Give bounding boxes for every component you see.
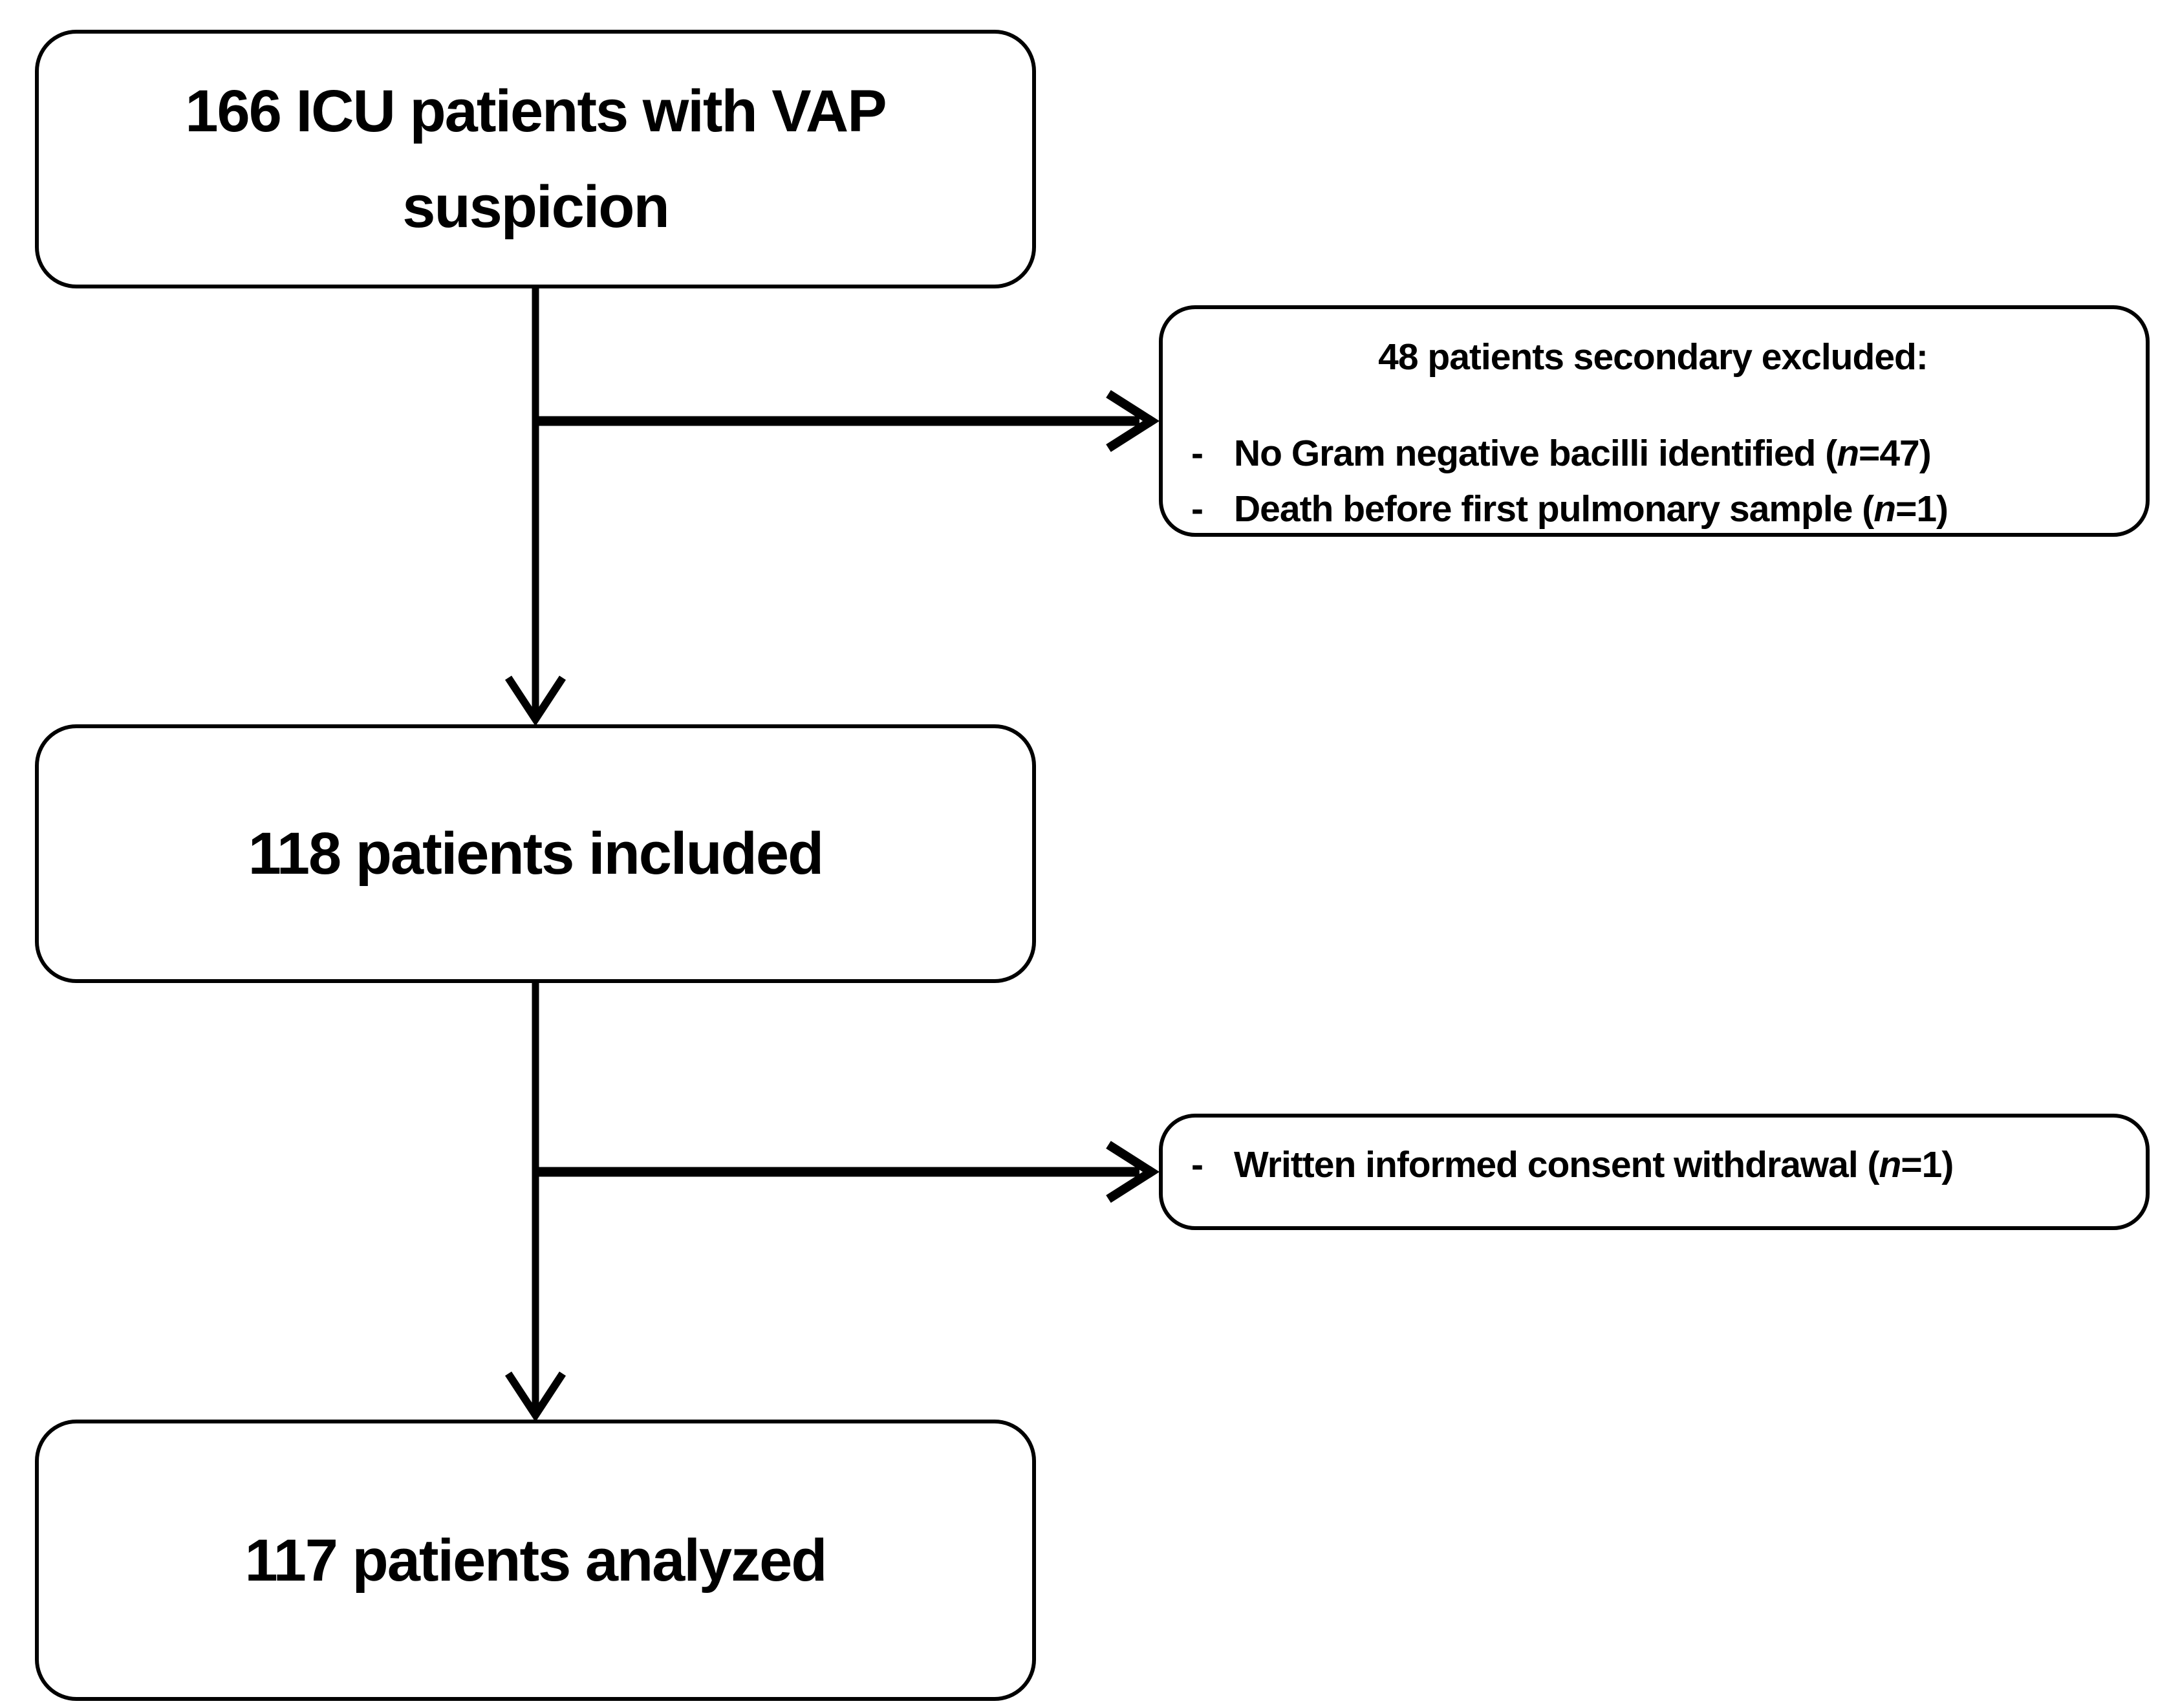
arrowhead-right-excluded (1106, 390, 1160, 452)
node-included-text: 118 patients included (248, 821, 825, 887)
list-item: - Death before first pulmonary sample (n… (1186, 481, 2120, 537)
node-vap-suspicion: 166 ICU patients with VAP suspicion (35, 30, 1036, 288)
arrowhead-down-included (504, 675, 567, 726)
list-item-text: Death before first pulmonary sample (n=1… (1234, 488, 1948, 530)
node-consent-withdrawal: - Written informed consent withdrawal (n… (1159, 1114, 2150, 1230)
node-included: 118 patients included (35, 724, 1036, 983)
arrowhead-right-withdrawal (1106, 1141, 1160, 1203)
list-item: - Written informed consent withdrawal (n… (1186, 1137, 2120, 1193)
node-analyzed: 117 patients analyzed (35, 1420, 1036, 1701)
node-vap-suspicion-line2: suspicion (402, 174, 669, 240)
node-secondary-excluded: 48 patients secondary excluded: - No Gra… (1159, 305, 2150, 537)
arrowhead-down-analyzed (504, 1371, 567, 1422)
bullet-dash: - (1191, 433, 1203, 474)
list-item: - No Gram negative bacilli identified (n… (1186, 426, 2120, 481)
exclusion-reasons-list: - No Gram negative bacilli identified (n… (1186, 426, 2120, 537)
list-item-text: No Gram negative bacilli identified (n=4… (1234, 433, 1932, 474)
italic-n: n (1837, 433, 1859, 474)
node-vap-suspicion-line1: 166 ICU patients with VAP (185, 78, 887, 144)
list-item-text: Written informed consent withdrawal (n=1… (1234, 1144, 1954, 1185)
italic-n: n (1873, 488, 1896, 530)
italic-n: n (1879, 1144, 1902, 1185)
node-analyzed-text: 117 patients analyzed (244, 1527, 828, 1594)
bullet-dash: - (1191, 488, 1203, 530)
bullet-dash: - (1191, 1144, 1203, 1185)
node-secondary-excluded-title: 48 patients secondary excluded: (1378, 336, 1928, 378)
